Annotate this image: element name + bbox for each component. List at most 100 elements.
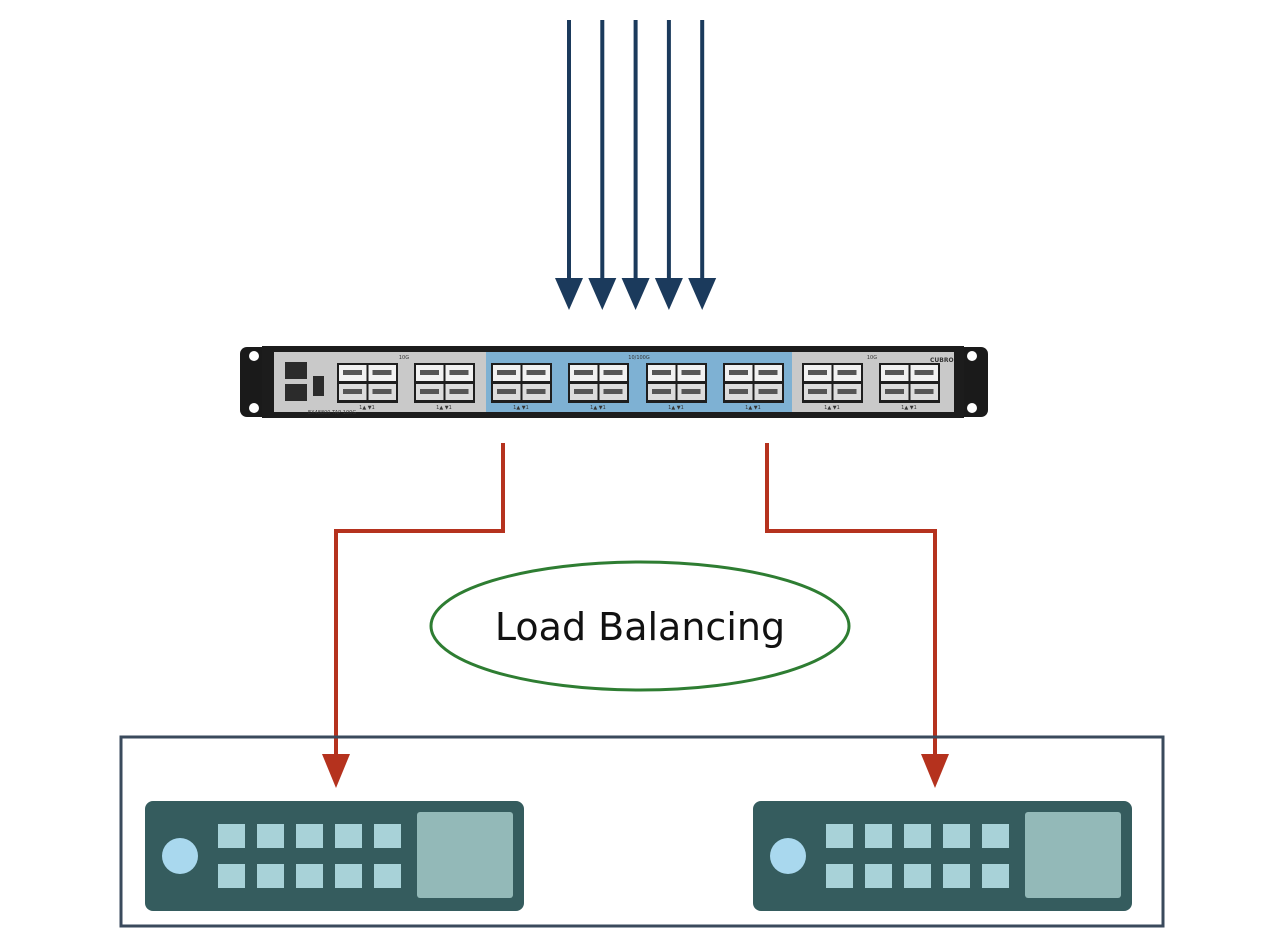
incoming-arrowhead <box>621 278 650 310</box>
port-cage-group: 1▲ ▼1 <box>568 363 629 411</box>
port-cage-contacts <box>808 370 827 375</box>
port-cage-contacts <box>497 370 516 375</box>
server-drive-bay <box>982 864 1009 888</box>
output-arrowhead-left <box>322 754 350 788</box>
port-cage-groups: 1▲ ▼1 1▲ ▼1 1▲ ▼1 1▲ ▼1 1▲ ▼1 1▲ ▼1 1▲ ▼1 1▲ ▼1 <box>337 363 940 411</box>
incoming-arrowhead <box>555 278 583 310</box>
port-cage-contacts <box>603 389 623 394</box>
port-cage-contacts <box>526 389 546 394</box>
port-label: 1▲ ▼1 <box>590 405 606 411</box>
port-cage-group: 1▲ ▼1 <box>723 363 784 411</box>
server-drive-bay <box>296 864 323 888</box>
server-drive-bay <box>257 824 284 848</box>
server-display-panel <box>1025 812 1121 898</box>
server-drive-bay <box>335 864 362 888</box>
incoming-arrowhead <box>688 278 717 310</box>
port-cage-group: 1▲ ▼1 <box>646 363 707 411</box>
switch-group-label: 10/100G <box>628 355 650 361</box>
port-cage-contacts <box>681 389 701 394</box>
server-power-led <box>162 838 198 874</box>
port-cage-contacts <box>449 370 469 375</box>
port-cage-contacts <box>837 370 857 375</box>
server-drive-bay <box>335 824 362 848</box>
server-drive-bay <box>943 824 970 848</box>
port-cage-group: 1▲ ▼1 <box>802 363 863 411</box>
ellipse-outline <box>429 560 851 692</box>
load-balancing-label: Load Balancing <box>495 605 785 649</box>
switch-brand: CUBRO <box>930 357 954 364</box>
server-units <box>145 801 1132 911</box>
port-cage-contacts <box>420 370 439 375</box>
port-cage-contacts <box>497 389 516 394</box>
port-label: 1▲ ▼1 <box>824 405 840 411</box>
incoming-arrowhead <box>588 278 617 310</box>
server-drive-bay <box>865 824 892 848</box>
port-cage-group: 1▲ ▼1 <box>491 363 552 411</box>
server-drive-bay <box>826 824 853 848</box>
switch-group-label: 10G <box>399 355 409 361</box>
server-drive-bay <box>218 864 245 888</box>
port-cage-contacts <box>652 370 671 375</box>
port-cage-contacts <box>729 389 748 394</box>
port-label: 1▲ ▼1 <box>901 405 917 411</box>
server-drive-bay <box>904 824 931 848</box>
server-drive-bay <box>374 864 401 888</box>
server-display-panel <box>417 812 513 898</box>
port-cage-contacts <box>372 389 392 394</box>
port-cage-contacts <box>885 389 904 394</box>
port-cage-contacts <box>574 370 593 375</box>
output-arrowhead-right <box>921 754 949 788</box>
server-drive-bay <box>374 824 401 848</box>
usb-port <box>313 376 324 396</box>
port-label: 1▲ ▼1 <box>436 405 452 411</box>
server-drive-bay <box>904 864 931 888</box>
server-group-frame <box>119 735 1165 928</box>
port-label: 1▲ ▼1 <box>359 405 375 411</box>
rj45-port <box>285 384 307 401</box>
rj45-port <box>285 362 307 379</box>
server-power-led <box>770 838 806 874</box>
server-drive-bay <box>865 864 892 888</box>
management-ports <box>285 362 324 401</box>
port-cage-contacts <box>729 370 748 375</box>
port-cage-contacts <box>343 370 362 375</box>
server-drive-bay <box>296 824 323 848</box>
port-label: 1▲ ▼1 <box>513 405 529 411</box>
port-cage-contacts <box>837 389 857 394</box>
rack-ear-hole <box>249 403 259 413</box>
port-cage-contacts <box>603 370 623 375</box>
server-unit <box>753 801 1132 911</box>
port-cage-contacts <box>574 389 593 394</box>
server-unit <box>145 801 524 911</box>
port-cage-group: 1▲ ▼1 <box>337 363 398 411</box>
output-link-left <box>334 443 505 762</box>
port-label: 1▲ ▼1 <box>668 405 684 411</box>
port-cage-contacts <box>758 389 778 394</box>
port-cage-contacts <box>372 370 392 375</box>
port-cage-contacts <box>343 389 362 394</box>
incoming-traffic-arrows <box>555 20 717 310</box>
port-cage-contacts <box>449 389 469 394</box>
port-cage-contacts <box>758 370 778 375</box>
port-cage-contacts <box>885 370 904 375</box>
switch-model: EX48800 TAP 100G <box>308 410 356 416</box>
port-cage-group: 1▲ ▼1 <box>879 363 940 411</box>
output-link-right <box>765 443 937 762</box>
load-balanced-output-arrows <box>322 443 949 788</box>
port-cage-contacts <box>681 370 701 375</box>
port-cage-contacts <box>420 389 439 394</box>
port-cage-contacts <box>652 389 671 394</box>
port-cage-contacts <box>914 370 934 375</box>
switch-group-label: 10G <box>867 355 877 361</box>
server-drive-bay <box>257 864 284 888</box>
port-cage-contacts <box>914 389 934 394</box>
server-drive-bay <box>826 864 853 888</box>
port-cage-contacts <box>808 389 827 394</box>
load-balancing-ellipse: Load Balancing <box>429 560 851 692</box>
server-drive-bay <box>943 864 970 888</box>
port-label: 1▲ ▼1 <box>745 405 761 411</box>
server-drive-bay <box>218 824 245 848</box>
server-drive-bay <box>982 824 1009 848</box>
